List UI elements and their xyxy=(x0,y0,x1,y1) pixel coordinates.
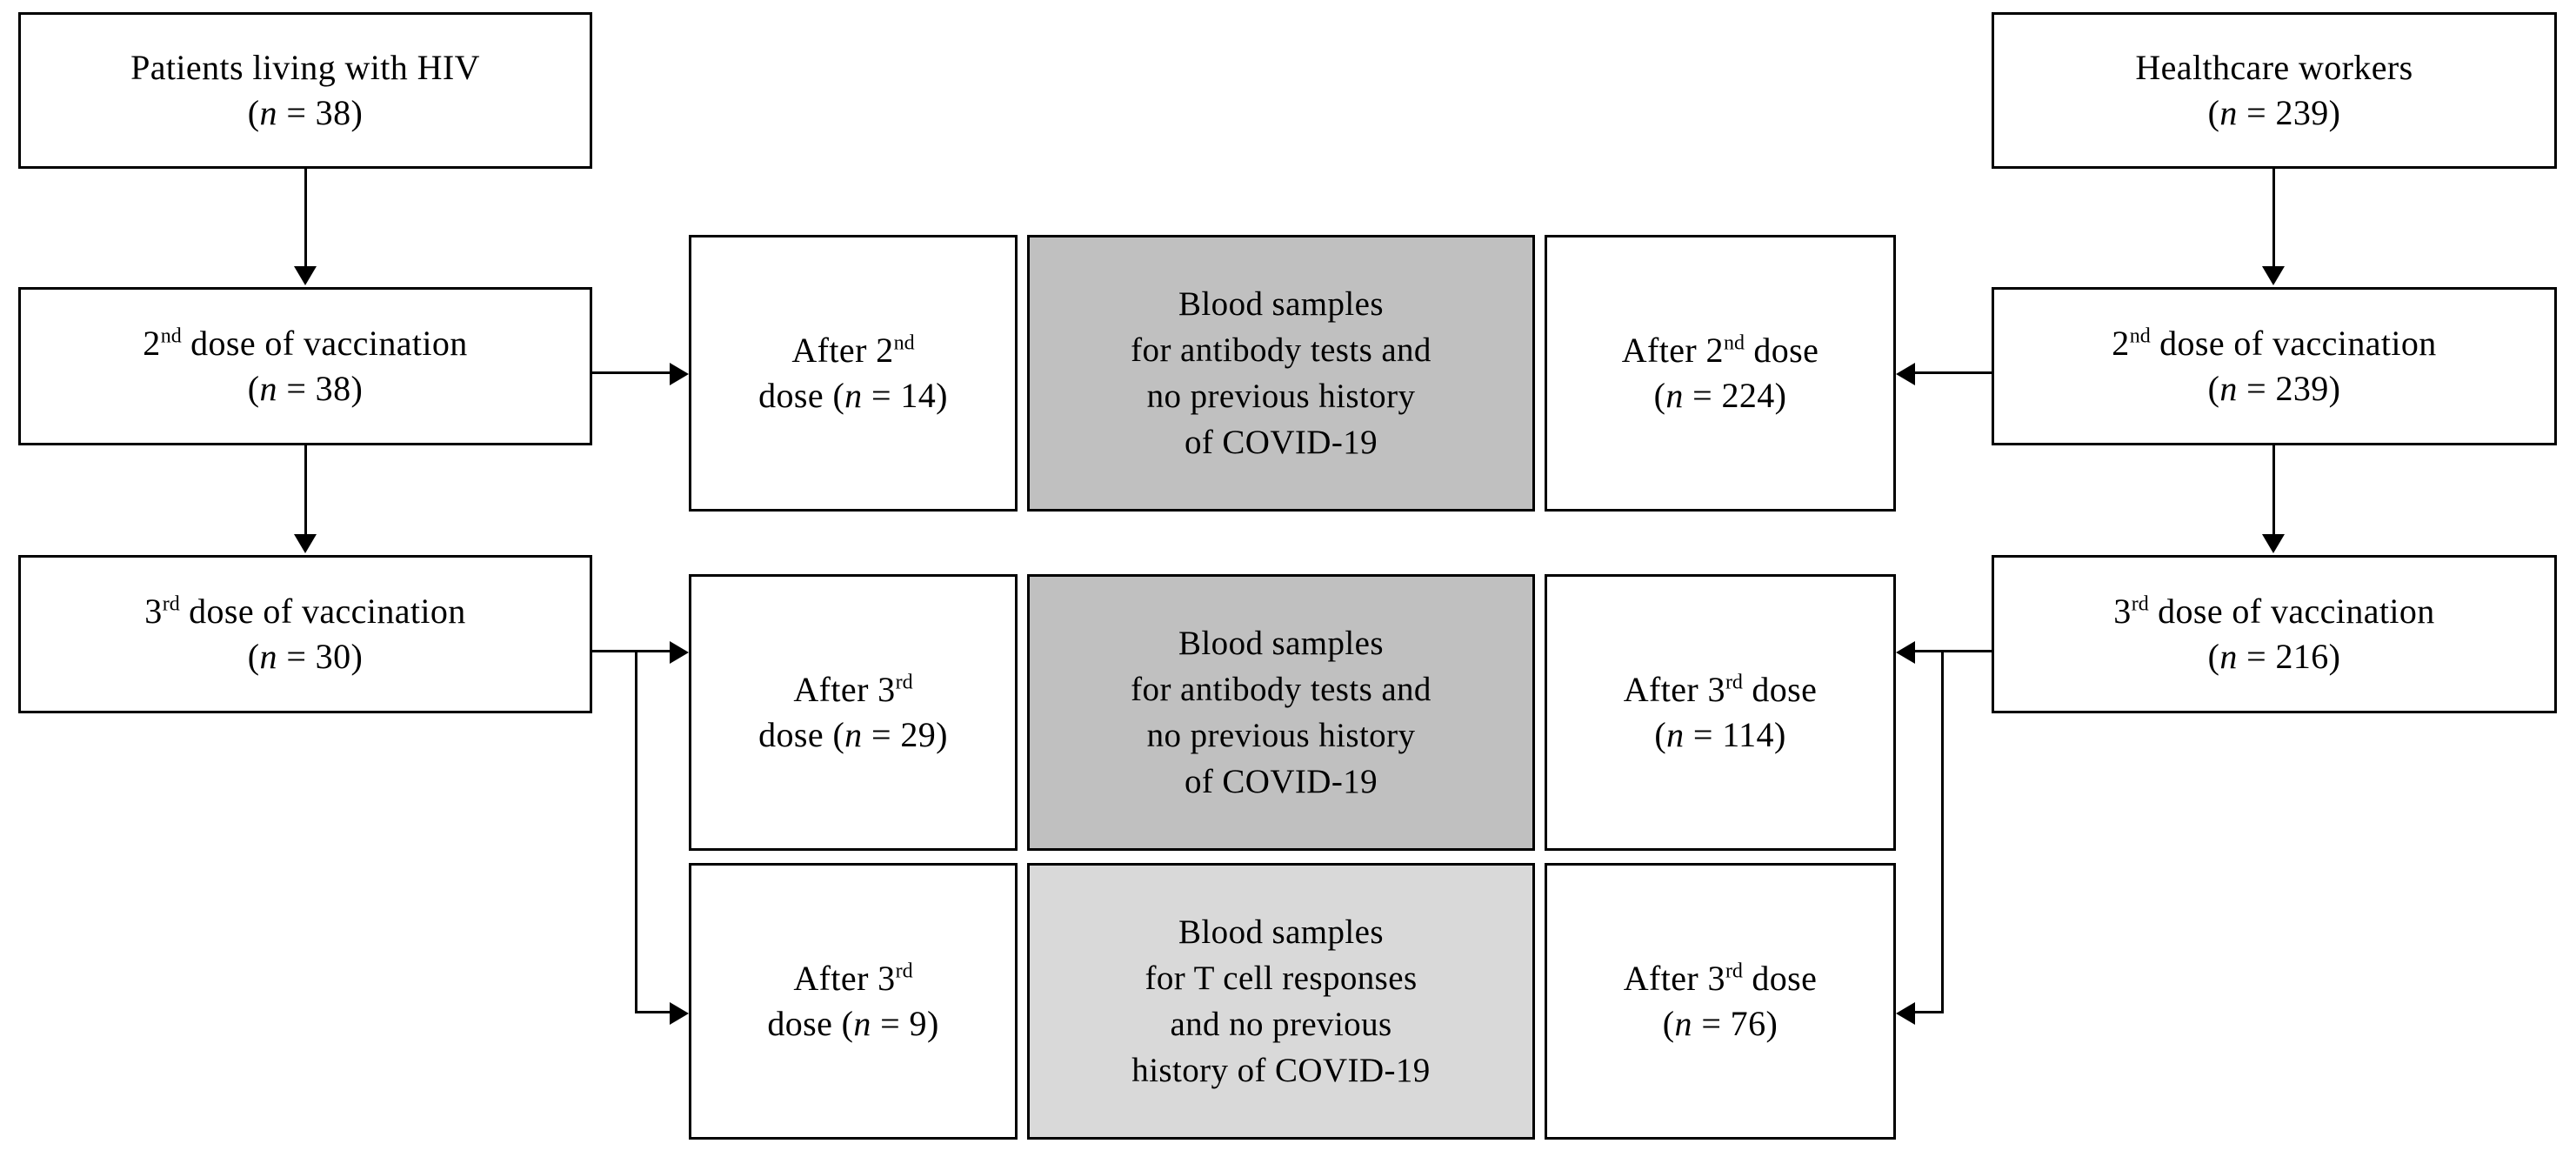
arrowhead-hcw-cohort-to-dose2 xyxy=(2262,266,2285,285)
connector-plwh-dose2-to-dose3 xyxy=(304,445,307,536)
hcw-dose3-line2: (n = 216) xyxy=(2207,637,2341,676)
hcw-after3-tcell-line2: (n = 76) xyxy=(1662,1004,1779,1043)
plwh-after3-tcell-line2: dose (n = 9) xyxy=(767,1004,939,1043)
node-hcw-after3-tcell: After 3rd dose (n = 76) xyxy=(1545,863,1896,1140)
arrowhead-plwh-dose3-to-after3-antibody xyxy=(670,641,689,664)
arrowhead-plwh-dose2-to-dose3 xyxy=(294,534,317,553)
antibody2-line3: no previous history xyxy=(1146,378,1416,415)
arrowhead-hcw-dose3-to-after3-antibody xyxy=(1896,641,1915,664)
plwh-dose2-line1: 2nd dose of vaccination xyxy=(143,324,468,363)
antibody3-line3: no previous history xyxy=(1146,717,1416,754)
hcw-after3-ab-line2: (n = 114) xyxy=(1654,715,1786,754)
node-plwh-cohort: Patients living with HIV (n = 38) xyxy=(18,12,592,169)
node-hcw-dose2: 2nd dose of vaccination (n = 239) xyxy=(1992,287,2557,445)
connector-hcw-dose2-to-dose3 xyxy=(2272,445,2275,536)
connector-plwh-dose2-to-after2 xyxy=(592,371,672,374)
tcell-line1: Blood samples xyxy=(1178,913,1384,951)
node-tcell-samples: Blood samples for T cell responses and n… xyxy=(1027,863,1535,1140)
arrowhead-plwh-dose3-to-after3-tcell xyxy=(670,1002,689,1025)
connector-hcw-dose3-branch-vertical xyxy=(1941,650,1944,1013)
node-hcw-after3-antibody: After 3rd dose (n = 114) xyxy=(1545,574,1896,851)
connector-hcw-dose3-trunk xyxy=(1915,650,1993,652)
hcw-after3-ab-line1: After 3rd dose xyxy=(1623,670,1818,709)
arrowhead-plwh-dose2-to-after2 xyxy=(670,363,689,385)
hcw-dose3-line1: 3rd dose of vaccination xyxy=(2113,592,2435,631)
node-plwh-dose2: 2nd dose of vaccination (n = 38) xyxy=(18,287,592,445)
plwh-after2-line1: After 2nd xyxy=(791,331,915,370)
tcell-line2: for T cell responses xyxy=(1145,959,1418,997)
node-hcw-after2: After 2nd dose (n = 224) xyxy=(1545,235,1896,512)
antibody3-line4: of COVID-19 xyxy=(1184,763,1378,801)
hcw-after2-line2: (n = 224) xyxy=(1653,376,1787,415)
connector-plwh-cohort-to-dose2 xyxy=(304,169,307,268)
hcw-dose2-line1: 2nd dose of vaccination xyxy=(2112,324,2437,363)
hcw-dose2-line2: (n = 239) xyxy=(2207,369,2341,408)
hcw-after3-tcell-line1: After 3rd dose xyxy=(1623,959,1818,998)
plwh-after3-ab-line2: dose (n = 29) xyxy=(758,715,948,754)
connector-hcw-dose2-to-after2 xyxy=(1915,371,1993,374)
node-plwh-after3-antibody: After 3rd dose (n = 29) xyxy=(689,574,1018,851)
arrowhead-hcw-dose2-to-after2 xyxy=(1896,363,1915,385)
connector-plwh-dose3-to-after3-tcell xyxy=(635,1011,672,1013)
node-plwh-after2: After 2nd dose (n = 14) xyxy=(689,235,1018,512)
node-antibody-samples-2nd: Blood samples for antibody tests and no … xyxy=(1027,235,1535,512)
plwh-dose2-line2: (n = 38) xyxy=(247,369,364,408)
plwh-dose3-line1: 3rd dose of vaccination xyxy=(144,592,466,631)
tcell-line4: history of COVID-19 xyxy=(1131,1052,1431,1090)
node-antibody-samples-3rd: Blood samples for antibody tests and no … xyxy=(1027,574,1535,851)
connector-plwh-dose3-branch-vertical xyxy=(635,650,637,1013)
plwh-cohort-line2: (n = 38) xyxy=(247,93,364,132)
hcw-after2-line1: After 2nd dose xyxy=(1621,331,1819,370)
node-plwh-after3-tcell: After 3rd dose (n = 9) xyxy=(689,863,1018,1140)
node-hcw-cohort: Healthcare workers (n = 239) xyxy=(1992,12,2557,169)
arrowhead-plwh-cohort-to-dose2 xyxy=(294,266,317,285)
arrowhead-hcw-dose2-to-dose3 xyxy=(2262,534,2285,553)
connector-hcw-dose3-to-after3-tcell xyxy=(1915,1011,1944,1013)
tcell-line3: and no previous xyxy=(1170,1006,1392,1043)
antibody3-line1: Blood samples xyxy=(1178,624,1384,662)
plwh-cohort-line1: Patients living with HIV xyxy=(130,48,480,87)
plwh-after3-tcell-line1: After 3rd xyxy=(793,959,913,998)
node-hcw-dose3: 3rd dose of vaccination (n = 216) xyxy=(1992,555,2557,713)
antibody2-line1: Blood samples xyxy=(1178,284,1384,323)
plwh-after2-line2: dose (n = 14) xyxy=(758,376,948,415)
connector-hcw-cohort-to-dose2 xyxy=(2272,169,2275,268)
antibody3-line2: for antibody tests and xyxy=(1131,670,1431,708)
plwh-after3-ab-line1: After 3rd xyxy=(793,670,913,709)
antibody2-line2: for antibody tests and xyxy=(1131,331,1431,369)
node-plwh-dose3: 3rd dose of vaccination (n = 30) xyxy=(18,555,592,713)
antibody2-line4: of COVID-19 xyxy=(1184,424,1378,462)
connector-plwh-dose3-trunk xyxy=(592,650,672,652)
plwh-dose3-line2: (n = 30) xyxy=(247,637,364,676)
arrowhead-hcw-dose3-to-after3-tcell xyxy=(1896,1002,1915,1025)
hcw-cohort-line1: Healthcare workers xyxy=(2135,48,2413,87)
hcw-cohort-line2: (n = 239) xyxy=(2207,93,2341,132)
